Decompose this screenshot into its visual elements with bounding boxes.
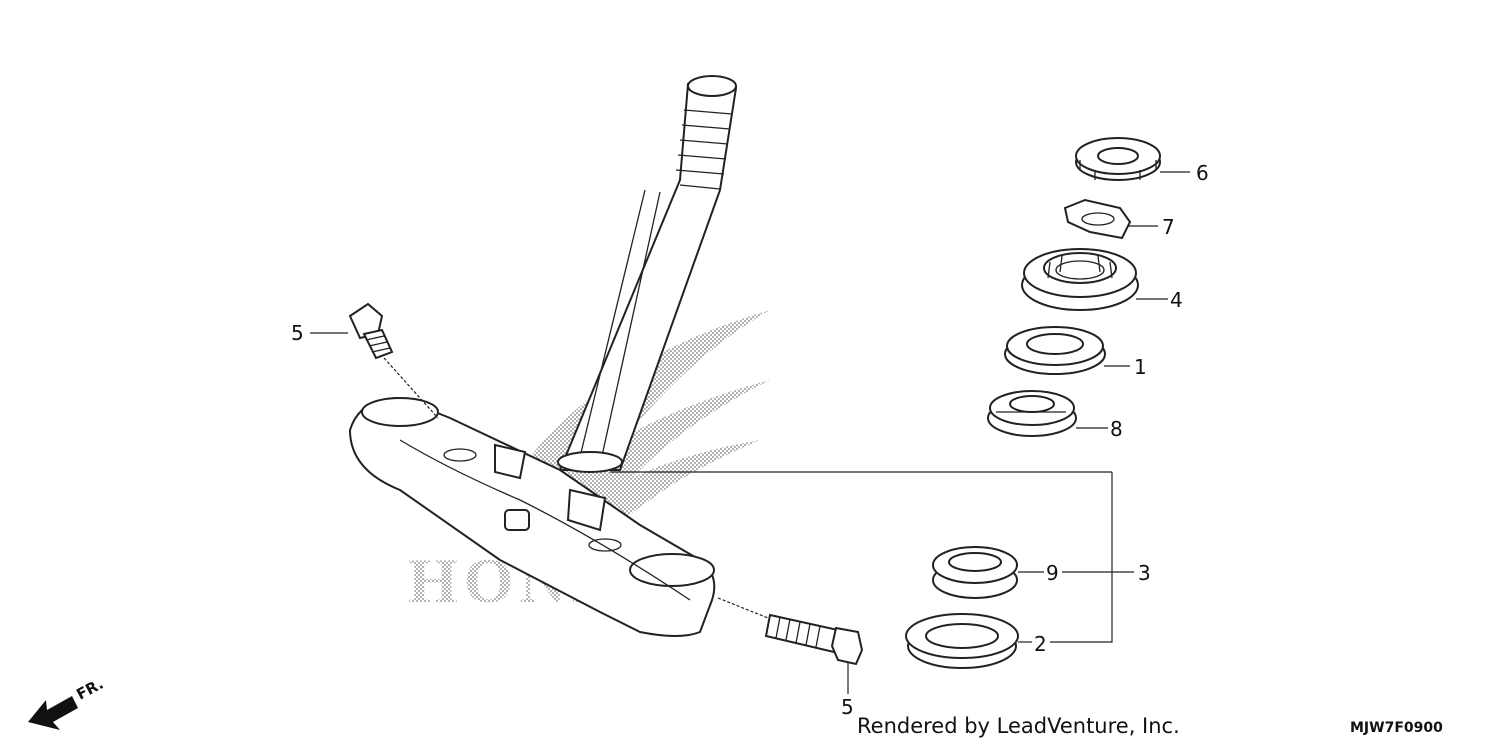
part-7-lock-washer — [1063, 198, 1132, 240]
part-6-lock-nut — [1075, 137, 1161, 181]
callout-6: 6 — [1196, 161, 1209, 185]
callout-3: 3 — [1138, 561, 1151, 585]
direction-label: FR. — [73, 675, 106, 704]
diagram-code: MJW7F0900 — [1350, 720, 1443, 736]
callout-4: 4 — [1170, 288, 1183, 312]
part-9-seal — [932, 546, 1018, 599]
bolt-5-top — [348, 302, 439, 419]
front-direction-arrow-icon: FR. — [28, 675, 106, 730]
render-credit: Rendered by LeadVenture, Inc. — [857, 714, 1180, 738]
lower-triple-clamp — [348, 396, 716, 637]
callout-2: 2 — [1034, 632, 1047, 656]
callout-7: 7 — [1162, 215, 1175, 239]
steering-stem — [557, 75, 738, 473]
callout-5-top: 5 — [291, 321, 304, 345]
part-4-bearing — [1021, 248, 1139, 311]
callout-9: 9 — [1046, 561, 1059, 585]
part-1-dust-seal — [1004, 326, 1106, 375]
bolt-5-bottom — [717, 597, 864, 666]
leader-lines — [310, 171, 1190, 694]
callout-5-bottom: 5 — [841, 695, 854, 719]
part-2-lower-race — [905, 613, 1019, 669]
callout-1: 1 — [1134, 355, 1147, 379]
callout-8: 8 — [1110, 417, 1123, 441]
part-8-race — [987, 390, 1077, 437]
